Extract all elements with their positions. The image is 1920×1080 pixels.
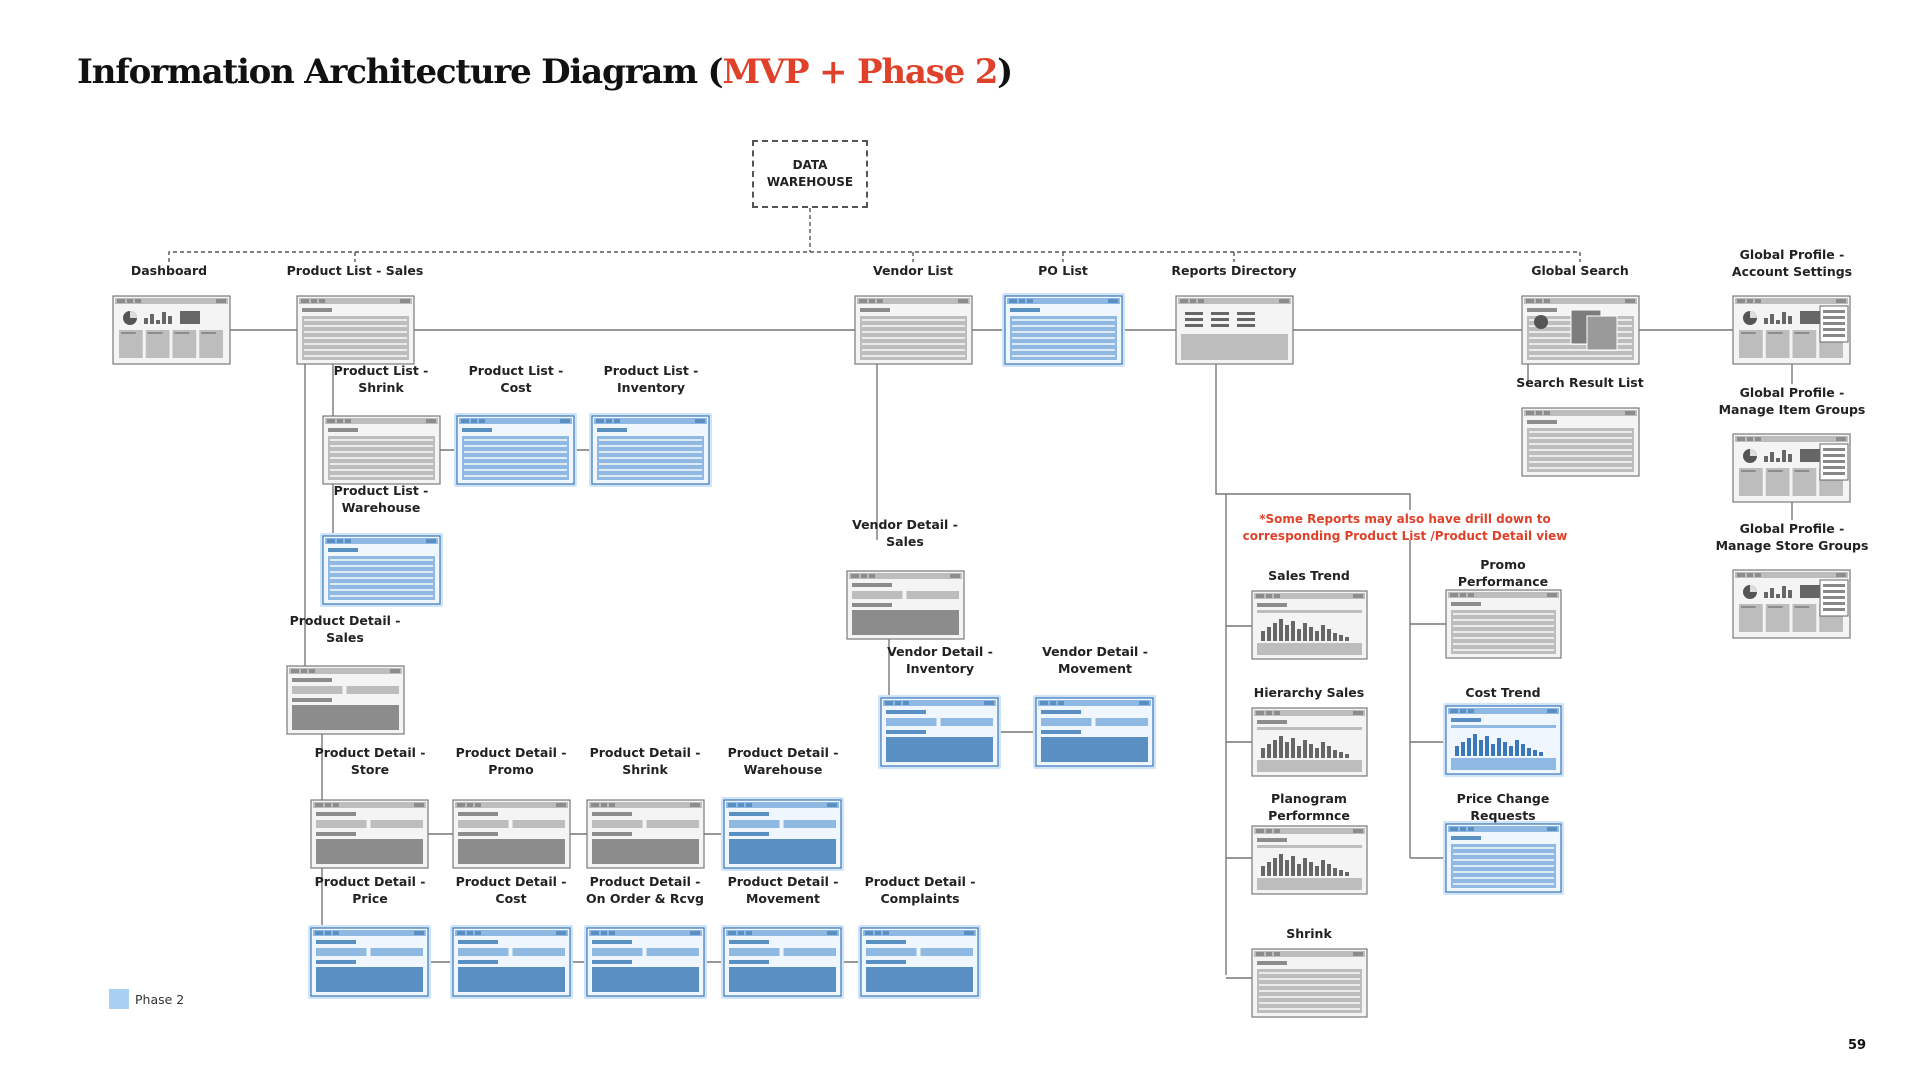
promo-performance-wireframe: [1445, 589, 1562, 659]
label-vendor-list: Vendor List: [872, 263, 954, 278]
label-shrink-report: Shrink: [1286, 926, 1332, 941]
label-product-detail-warehouse: Product Detail - Warehouse: [727, 745, 839, 777]
shrink-report-wireframe: [1251, 948, 1368, 1018]
label-promo-performance: Promo Performance: [1457, 557, 1549, 589]
label-po-list: PO List: [1038, 263, 1088, 278]
product-detail-promo-wireframe: [452, 799, 571, 869]
product-list-inventory-wireframe: [589, 413, 712, 487]
product-detail-sales-wireframe: [286, 665, 405, 735]
product-detail-onorder-wireframe: [584, 925, 707, 999]
label-product-detail-sales: Product Detail - Sales: [289, 613, 401, 645]
label-product-list-sales: Product List - Sales: [286, 263, 424, 278]
label-vendor-detail-sales: Vendor Detail - Sales: [852, 517, 958, 549]
page-number: 59: [1848, 1038, 1867, 1053]
product-detail-warehouse-wireframe: [721, 797, 844, 871]
label-global-search: Global Search: [1531, 263, 1629, 278]
product-list-sales-wireframe: [296, 295, 415, 365]
vendor-detail-sales-wireframe: [846, 570, 965, 640]
title-close: ): [997, 52, 1013, 92]
label-search-result-list: Search Result List: [1516, 375, 1644, 390]
hierarchy-sales-wireframe: [1251, 707, 1368, 777]
dashboard-wireframe: [112, 295, 231, 365]
gp-item-groups-wireframe: [1732, 433, 1851, 503]
label-product-detail-complaints: Product Detail - Complaints: [864, 874, 976, 906]
product-list-cost-wireframe: [454, 413, 577, 487]
label-gp-store-groups: Global Profile - Manage Store Groups: [1715, 521, 1869, 553]
label-sales-trend: Sales Trend: [1268, 568, 1350, 583]
title-main: Information Architecture Diagram (: [77, 52, 724, 92]
planogram-performance-wireframe: [1251, 825, 1368, 895]
label-product-detail-onorder: Product Detail - On Order & Rcvg: [586, 874, 704, 906]
reports-drilldown-note: *Some Reports may also have drill down t…: [1242, 512, 1568, 543]
connector-line: [1215, 364, 1411, 510]
label-product-detail-movement: Product Detail - Movement: [727, 874, 839, 906]
label-gp-account: Global Profile - Account Settings: [1731, 247, 1853, 279]
label-product-detail-store: Product Detail - Store: [314, 745, 426, 777]
label-product-detail-shrink: Product Detail - Shrink: [589, 745, 701, 777]
label-vendor-detail-inventory: Vendor Detail - Inventory: [887, 644, 993, 676]
label-planogram-performance: Planogram Performnce: [1268, 791, 1350, 823]
label-vendor-detail-movement: Vendor Detail - Movement: [1042, 644, 1148, 676]
label-cost-trend: Cost Trend: [1465, 685, 1541, 700]
legend-phase2-swatch: [109, 989, 129, 1009]
gp-account-wireframe: [1732, 295, 1851, 365]
label-product-detail-cost: Product Detail - Cost: [455, 874, 567, 906]
product-detail-price-wireframe: [308, 925, 431, 999]
label-product-list-cost: Product List - Cost: [468, 363, 564, 395]
label-price-change-requests: Price Change Requests: [1456, 791, 1550, 823]
product-list-shrink-wireframe: [322, 415, 441, 485]
price-change-requests-wireframe: [1443, 821, 1564, 895]
product-detail-store-wireframe: [310, 799, 429, 869]
gp-store-groups-wireframe: [1732, 569, 1851, 639]
legend-phase2-label: Phase 2: [135, 992, 185, 1007]
label-product-list-inventory: Product List - Inventory: [603, 363, 699, 395]
label-reports-directory: Reports Directory: [1171, 263, 1297, 278]
global-search-wireframe: [1521, 295, 1640, 365]
label-product-detail-price: Product Detail - Price: [314, 874, 426, 906]
po-list-wireframe: [1002, 293, 1125, 367]
product-detail-complaints-wireframe: [858, 925, 981, 999]
reports-directory-wireframe: [1175, 295, 1294, 365]
title-accent: MVP + Phase 2: [722, 52, 998, 92]
label-hierarchy-sales: Hierarchy Sales: [1253, 685, 1365, 700]
vendor-list-wireframe: [854, 295, 973, 365]
label-gp-item-groups: Global Profile - Manage Item Groups: [1718, 385, 1866, 417]
cost-trend-wireframe: [1443, 703, 1564, 777]
label-product-list-warehouse: Product List - Warehouse: [333, 483, 429, 515]
product-detail-shrink-wireframe: [586, 799, 705, 869]
vendor-detail-movement-wireframe: [1033, 695, 1156, 769]
label-product-detail-promo: Product Detail - Promo: [455, 745, 567, 777]
page-title: Information Architecture Diagram (MVP + …: [77, 52, 1013, 92]
product-detail-movement-wireframe: [721, 925, 844, 999]
search-result-list-wireframe: [1521, 407, 1640, 477]
product-detail-cost-wireframe: [450, 925, 573, 999]
data-warehouse-node: DATA WAREHOUSE: [752, 140, 868, 208]
product-list-warehouse-wireframe: [320, 533, 443, 607]
warehouse-bus: [168, 251, 1581, 262]
label-dashboard: Dashboard: [130, 263, 208, 278]
label-product-list-shrink: Product List - Shrink: [333, 363, 429, 395]
sales-trend-wireframe: [1251, 590, 1368, 660]
vendor-detail-inventory-wireframe: [878, 695, 1001, 769]
